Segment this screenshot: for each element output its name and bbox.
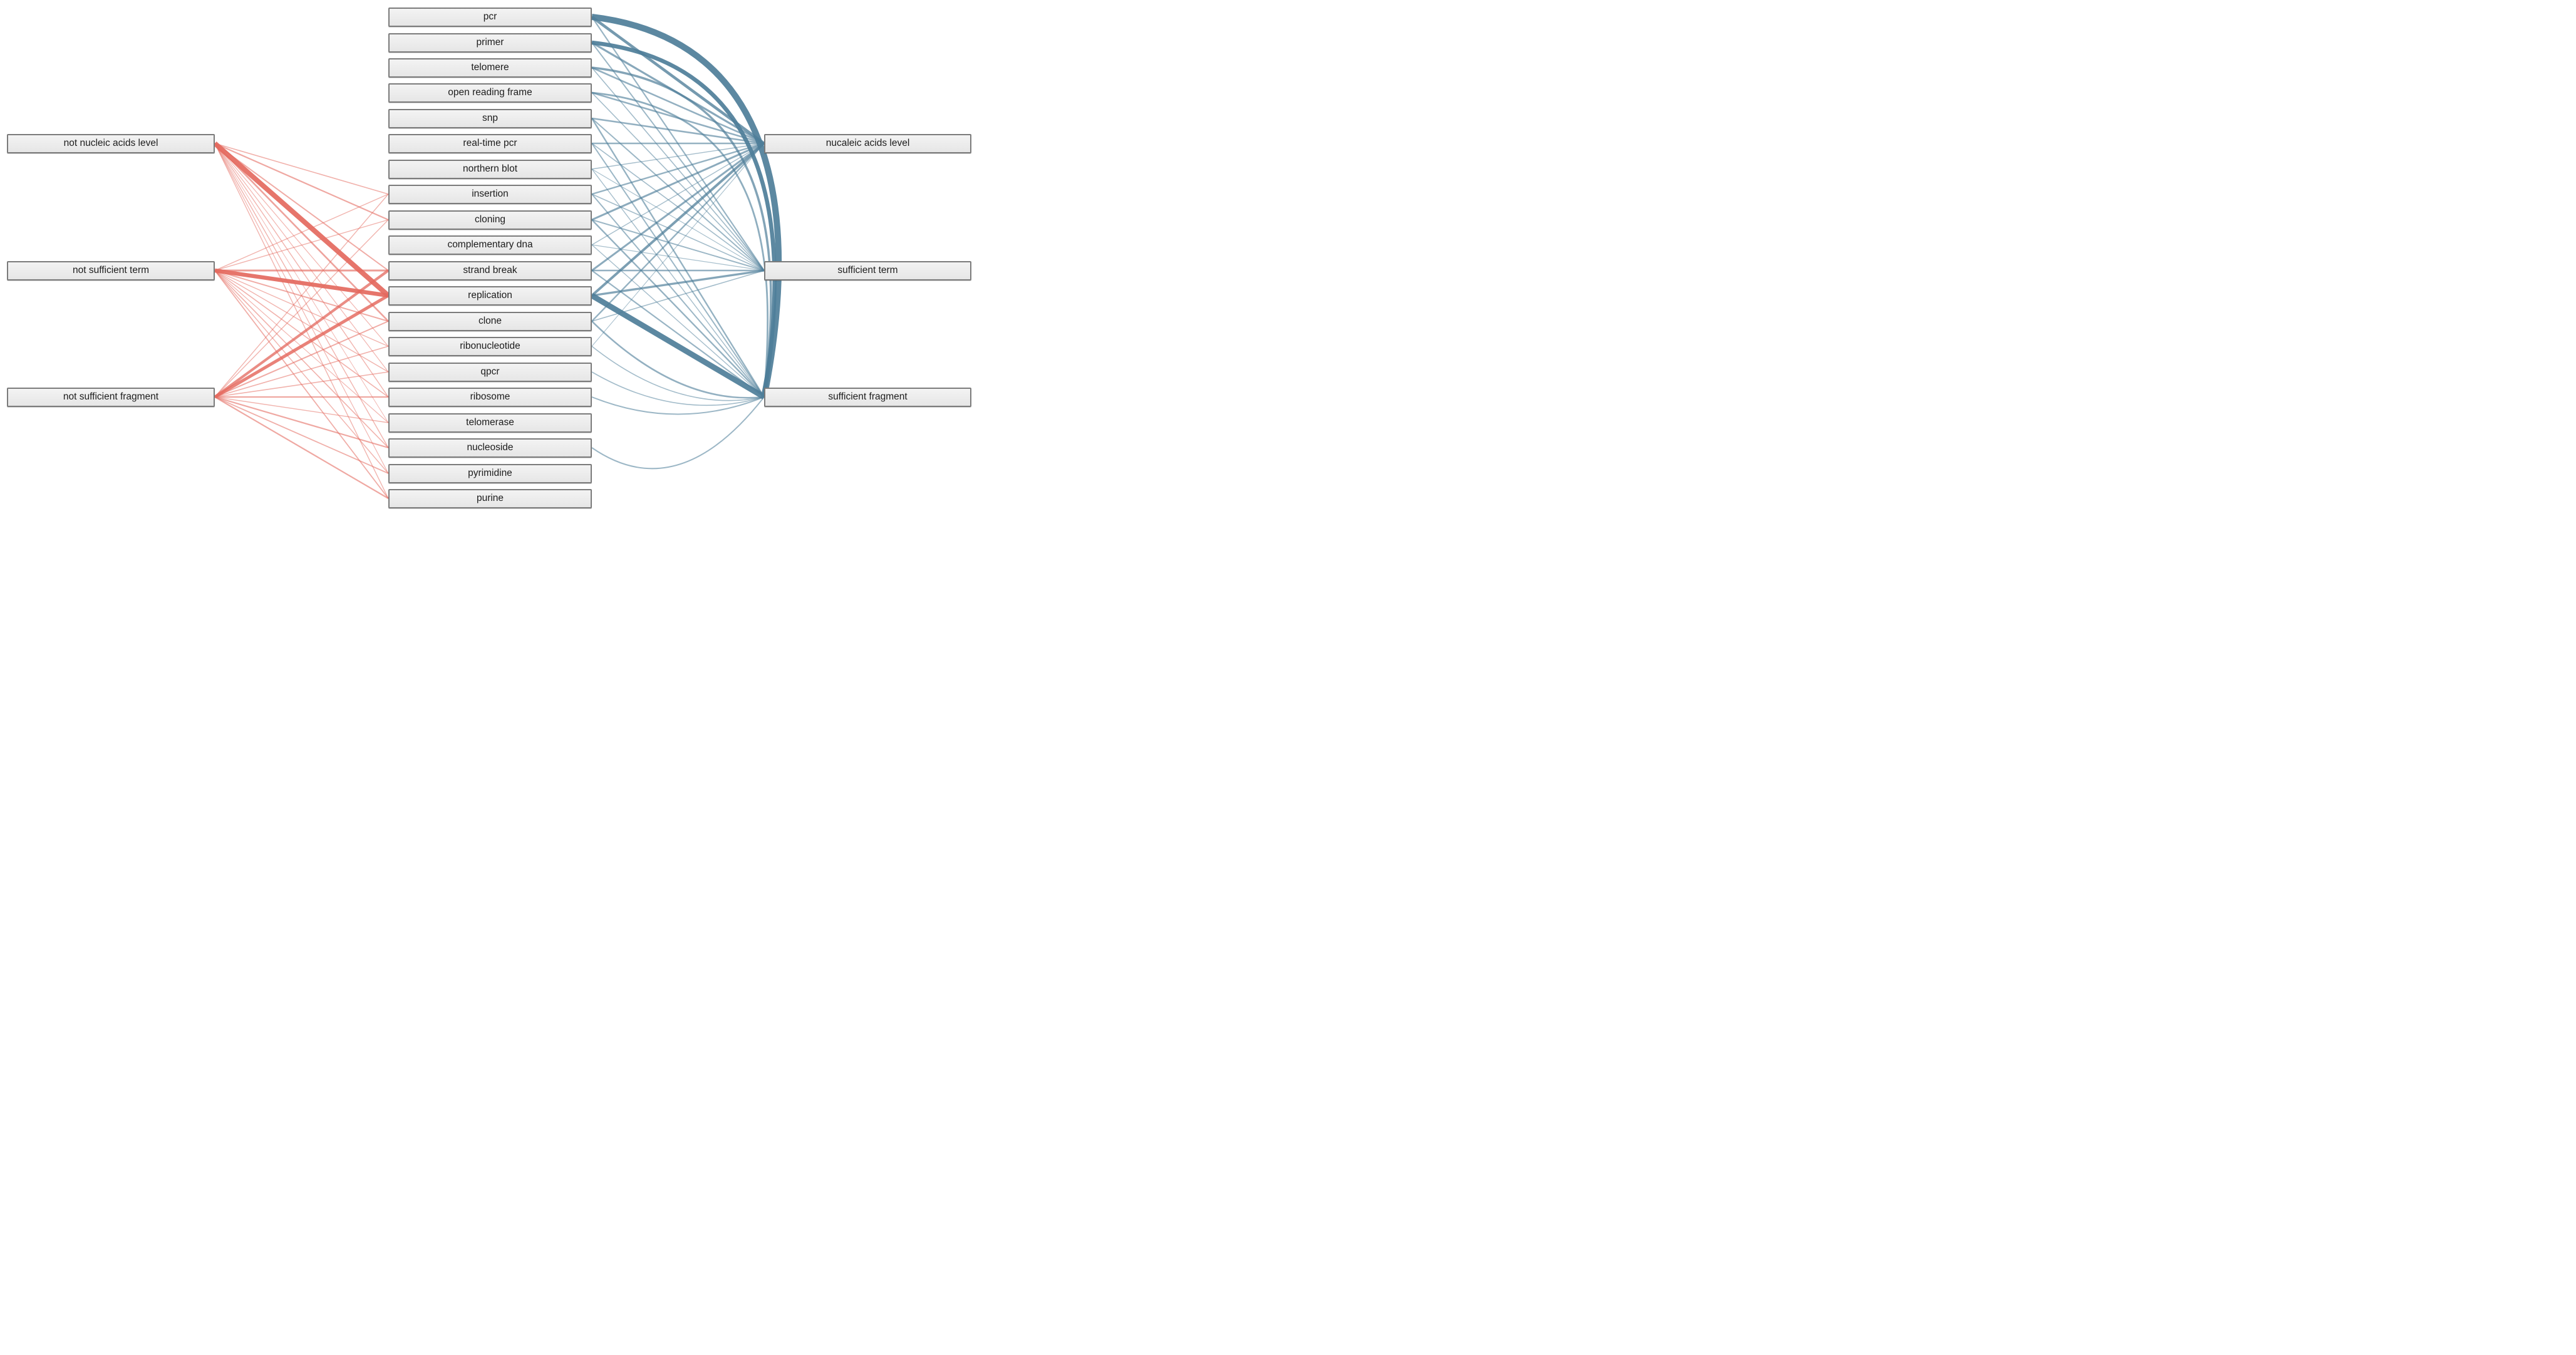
bipartite-keyword-graph: not nucleic acids level not sufficient te…: [0, 0, 977, 514]
edge-L1-strand-break: [214, 143, 389, 271]
node-pyrimidine: pyrimidine: [388, 463, 592, 483]
edge-L3-clone: [214, 321, 389, 398]
edge-insertion-R1: [591, 142, 765, 195]
node-ribosome: ribosome: [388, 387, 592, 407]
node-L3: not sufficient fragment: [7, 387, 215, 407]
edge-qpcr-R3: [591, 371, 765, 406]
node-L2: not sufficient term: [7, 260, 215, 281]
edge-ribonucleotide-R3: [591, 346, 765, 401]
node-qpcr: qpcr: [388, 362, 592, 382]
edge-nucleoside-R3: [591, 396, 765, 470]
edges-layer: [213, 14, 782, 499]
edge-telomere-R3: [591, 66, 772, 398]
node-strand-break: strand break: [388, 260, 592, 281]
edge-pcr-R3: [591, 14, 782, 398]
nodes-layer: not nucleic acids level not sufficient te…: [0, 0, 977, 514]
edge-snp-R1: [591, 117, 765, 145]
edge-L1-cloning: [214, 142, 389, 221]
edge-L1-insertion: [214, 143, 389, 195]
node-telomerase: telomerase: [388, 413, 592, 433]
node-real-time-pcr: real-time pcr: [388, 133, 592, 153]
edge-clone-R3: [591, 321, 765, 399]
node-R1: nucaleic acids level: [764, 133, 971, 153]
edge-replication-R2: [591, 269, 765, 297]
edge-L3-purine: [214, 396, 389, 499]
node-cloning: cloning: [388, 210, 592, 230]
node-R2: sufficient term: [764, 260, 971, 281]
node-complementary-dna: complementary dna: [388, 235, 592, 255]
edge-L3-ribonucleotide: [214, 346, 389, 398]
edge-L2-cloning: [214, 219, 389, 271]
node-L1: not nucleic acids level: [7, 133, 215, 153]
node-snp: snp: [388, 108, 592, 128]
edge-cloning-R2: [591, 219, 765, 271]
node-telomere: telomere: [388, 58, 592, 78]
node-pcr: pcr: [388, 7, 592, 27]
node-open-reading-frame: open reading frame: [388, 83, 592, 103]
edge-L1-replication: [213, 141, 390, 298]
edge-replication-R1: [591, 142, 765, 297]
edge-telomere-R1: [591, 66, 765, 145]
edge-replication-R3: [590, 293, 766, 399]
edge-strand-break-R1: [591, 142, 765, 272]
edge-L2-purine: [214, 270, 389, 499]
node-northern-blot: northern blot: [388, 159, 592, 179]
node-clone: clone: [388, 311, 592, 331]
edge-ribosome-R3: [591, 396, 765, 415]
edge-open-reading-frame-R3: [591, 91, 769, 398]
edge-L2-replication: [214, 268, 389, 298]
node-ribonucleotide: ribonucleotide: [388, 336, 592, 356]
edge-L3-nucleoside: [214, 396, 389, 449]
node-nucleoside: nucleoside: [388, 438, 592, 458]
edge-snp-R3: [591, 118, 765, 398]
node-replication: replication: [388, 286, 592, 306]
node-insertion: insertion: [388, 184, 592, 204]
edge-L3-replication: [214, 294, 390, 399]
edge-cloning-R1: [591, 142, 765, 221]
node-R3: sufficient fragment: [764, 387, 971, 407]
node-primer: primer: [388, 33, 592, 53]
node-purine: purine: [388, 488, 592, 508]
